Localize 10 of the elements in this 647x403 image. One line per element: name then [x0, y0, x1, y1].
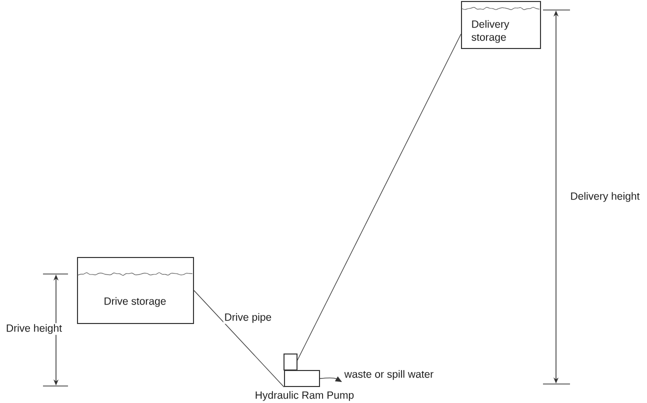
dimension-label: Drive height — [5, 323, 64, 335]
dimension-label: Delivery height — [569, 191, 641, 203]
pipe — [296, 34, 462, 362]
outlet-label: waste or spill water — [344, 370, 434, 380]
storage-tank: Delivery storage — [461, 1, 541, 49]
pump-label: Hydraulic Ram Pump — [256, 391, 354, 401]
edge-label: Drive pipe — [223, 312, 273, 324]
storage-tank: Drive storage — [77, 257, 194, 324]
flow-arrow — [320, 376, 342, 382]
pipe — [194, 290, 284, 388]
